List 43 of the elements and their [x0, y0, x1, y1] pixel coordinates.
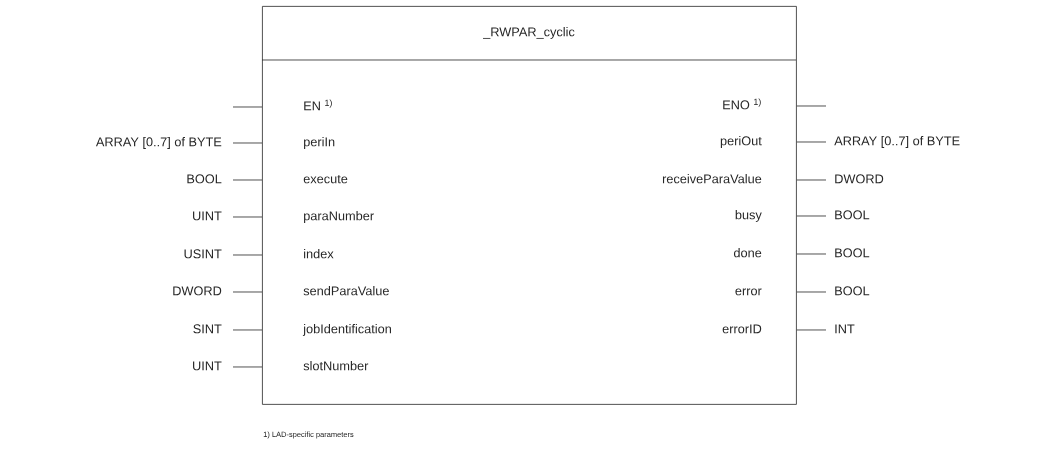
data-type: BOOL [187, 174, 222, 184]
connector-line [796, 291, 827, 293]
pin-name: sendParaValue [303, 286, 389, 296]
pin-name: error [735, 288, 762, 296]
data-type: ARRAY [0..7] of BYTE [95, 137, 222, 149]
data-type: INT [835, 324, 855, 334]
pin-name: execute [303, 175, 348, 184]
pin-name: index [304, 249, 334, 259]
pin-name: busy [735, 210, 762, 222]
data-type: DWORD [173, 286, 222, 296]
data-type: BOOL [835, 248, 870, 258]
data-type: BOOL [835, 210, 870, 220]
data-type: UINT [193, 361, 222, 371]
pin-name: EN $^{1)}$ [304, 99, 332, 111]
connector-line [232, 291, 263, 293]
connector-line [232, 106, 263, 108]
connector-line [796, 141, 827, 143]
data-type: BOOL [835, 286, 870, 296]
connector-line [796, 179, 827, 181]
data-type: USINT [184, 249, 222, 259]
data-type: ARRAY [0..7] of BYTE [834, 136, 960, 148]
pin-name: slotNumber [303, 361, 369, 371]
pin-name: periOut [720, 136, 762, 148]
pin-name: done [733, 248, 762, 258]
connector-line [232, 179, 263, 181]
data-type: UINT [193, 211, 222, 221]
connector-line [796, 329, 827, 331]
connector-line [796, 215, 827, 217]
pin-name: receiveParaValue [662, 174, 762, 184]
connector-line [232, 329, 263, 331]
pin-name: ENO $^{1)}$ [723, 98, 761, 110]
pin-name: paraNumber [304, 211, 374, 223]
connector-line [232, 142, 263, 144]
data-type: SINT [193, 324, 222, 334]
pin-name: errorID [722, 324, 762, 334]
connector-line [232, 216, 263, 218]
connector-line [796, 105, 827, 107]
data-type: DWORD [835, 174, 884, 184]
connector-line [232, 254, 263, 256]
connector-line [232, 366, 263, 368]
pin-name: jobIdentification [302, 324, 391, 336]
connector-line [796, 253, 827, 255]
pin-name: periIn [304, 137, 335, 149]
